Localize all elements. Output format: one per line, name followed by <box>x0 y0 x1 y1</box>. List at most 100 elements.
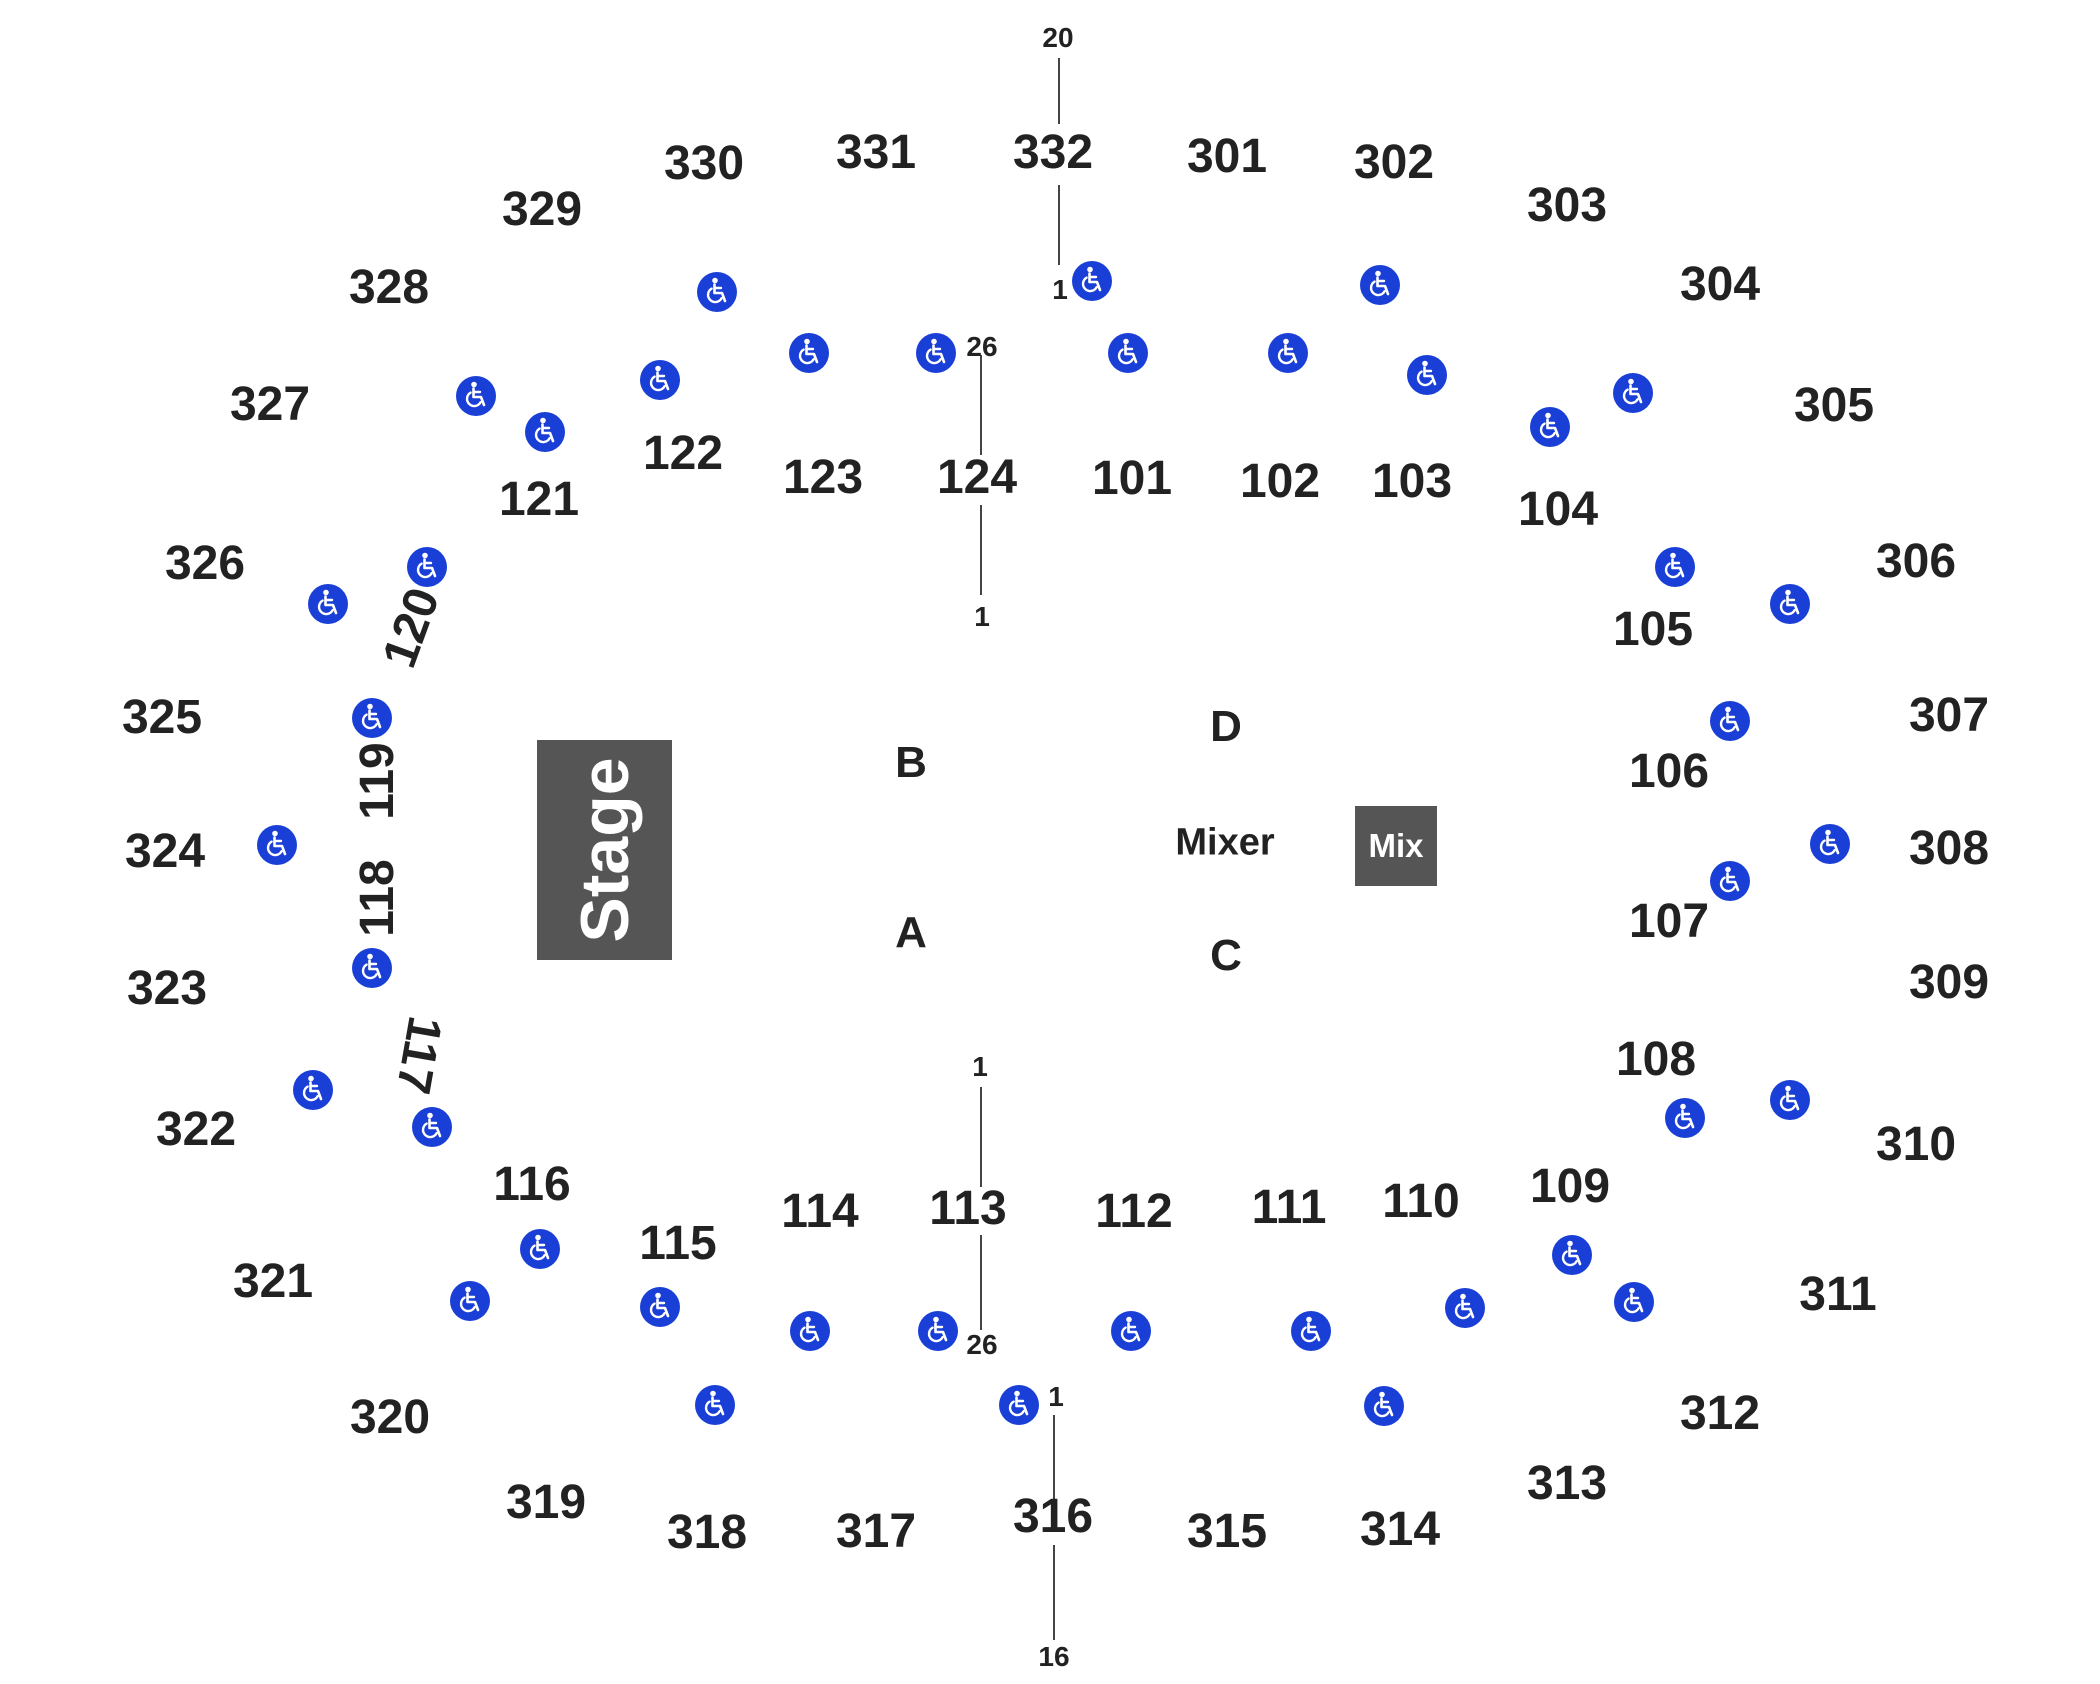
aisle-line-bottom-upper <box>1053 1415 1055 1500</box>
section-119[interactable]: 119 <box>351 742 404 820</box>
section-303[interactable]: 303 <box>1526 179 1608 232</box>
wheelchair-icon <box>697 272 737 312</box>
section-115[interactable]: 115 <box>639 1217 717 1270</box>
section-327[interactable]: 327 <box>229 378 311 431</box>
section-317[interactable]: 317 <box>835 1505 917 1558</box>
wheelchair-icon <box>916 333 956 373</box>
section-308[interactable]: 308 <box>1908 822 1990 875</box>
floor-section-c[interactable]: C <box>1210 931 1242 980</box>
section-306[interactable]: 306 <box>1875 535 1957 588</box>
section-102[interactable]: 102 <box>1239 455 1321 508</box>
section-320[interactable]: 320 <box>349 1391 431 1444</box>
section-105[interactable]: 105 <box>1612 603 1694 656</box>
section-311[interactable]: 311 <box>1799 1268 1877 1321</box>
section-304[interactable]: 304 <box>1679 258 1761 311</box>
wheelchair-icon <box>1710 701 1750 741</box>
wheelchair-icon <box>1613 373 1653 413</box>
row-marker: 26 <box>966 1329 998 1360</box>
wheelchair-icon <box>308 584 348 624</box>
aisle-line-bottom-upper-2 <box>1053 1545 1055 1640</box>
wheelchair-icon <box>352 948 392 988</box>
floor-section-a[interactable]: A <box>895 908 927 957</box>
section-106[interactable]: 106 <box>1628 745 1710 798</box>
section-116[interactable]: 116 <box>493 1158 571 1211</box>
section-113[interactable]: 113 <box>929 1182 1007 1235</box>
wheelchair-icon <box>1665 1098 1705 1138</box>
section-107[interactable]: 107 <box>1628 895 1710 948</box>
section-112[interactable]: 112 <box>1095 1185 1173 1238</box>
section-326[interactable]: 326 <box>164 537 246 590</box>
section-103[interactable]: 103 <box>1371 455 1453 508</box>
section-313[interactable]: 313 <box>1526 1457 1608 1510</box>
row-marker: 20 <box>1042 22 1074 53</box>
wheelchair-icon <box>1072 261 1112 301</box>
mixer-label: Mixer <box>1175 821 1275 864</box>
row-marker: 1 <box>974 601 990 632</box>
wheelchair-icon <box>1445 1288 1485 1328</box>
section-328[interactable]: 328 <box>348 261 430 314</box>
wheelchair-icon <box>999 1385 1039 1425</box>
wheelchair-icon <box>1360 265 1400 305</box>
section-123[interactable]: 123 <box>782 451 864 504</box>
wheelchair-icon <box>790 1311 830 1351</box>
aisle-line-bottom-lower-2 <box>980 1235 982 1330</box>
section-321[interactable]: 321 <box>232 1255 314 1308</box>
floor-section-d[interactable]: D <box>1210 702 1242 751</box>
section-331[interactable]: 331 <box>835 126 917 179</box>
section-318[interactable]: 318 <box>666 1506 748 1559</box>
section-325[interactable]: 325 <box>121 691 203 744</box>
section-322[interactable]: 322 <box>155 1103 237 1156</box>
wheelchair-icon <box>1364 1386 1404 1426</box>
section-101[interactable]: 101 <box>1091 452 1173 505</box>
section-108[interactable]: 108 <box>1615 1033 1697 1086</box>
section-117[interactable]: 117 <box>385 1012 452 1098</box>
wheelchair-icon <box>520 1229 560 1269</box>
section-309[interactable]: 309 <box>1908 956 1990 1009</box>
section-301[interactable]: 301 <box>1186 130 1268 183</box>
section-312[interactable]: 312 <box>1679 1387 1761 1440</box>
wheelchair-icon <box>257 825 297 865</box>
section-330[interactable]: 330 <box>663 137 745 190</box>
section-118[interactable]: 118 <box>351 859 404 937</box>
section-121[interactable]: 121 <box>498 473 580 526</box>
section-314[interactable]: 314 <box>1359 1503 1441 1556</box>
section-111[interactable]: 111 <box>1251 1181 1327 1234</box>
section-324[interactable]: 324 <box>124 825 206 878</box>
section-316[interactable]: 316 <box>1012 1490 1094 1543</box>
section-329[interactable]: 329 <box>501 183 583 236</box>
wheelchair-icon <box>1407 355 1447 395</box>
floor-section-b[interactable]: B <box>895 738 927 787</box>
aisle-line-top-lower <box>980 355 982 455</box>
section-323[interactable]: 323 <box>126 962 208 1015</box>
wheelchair-icon <box>352 698 392 738</box>
wheelchair-icon <box>525 412 565 452</box>
wheelchair-icon <box>1530 407 1570 447</box>
section-307[interactable]: 307 <box>1908 689 1990 742</box>
section-109[interactable]: 109 <box>1529 1160 1611 1213</box>
wheelchair-icon <box>412 1107 452 1147</box>
section-114[interactable]: 114 <box>781 1185 859 1238</box>
stage-label: Stage <box>566 757 643 943</box>
section-310[interactable]: 310 <box>1875 1118 1957 1171</box>
section-332[interactable]: 332 <box>1012 126 1094 179</box>
row-marker: 1 <box>1048 1381 1064 1412</box>
section-124[interactable]: 124 <box>936 451 1018 504</box>
section-302[interactable]: 302 <box>1353 136 1435 189</box>
wheelchair-icon <box>450 1281 490 1321</box>
wheelchair-icon <box>1770 584 1810 624</box>
section-122[interactable]: 122 <box>642 427 724 480</box>
aisle-line-top-lower-2 <box>980 505 982 595</box>
wheelchair-icon <box>1291 1311 1331 1351</box>
wheelchair-icon <box>789 333 829 373</box>
stage-block[interactable]: Stage <box>537 740 672 960</box>
section-120[interactable]: 120 <box>372 581 451 675</box>
wheelchair-icon <box>1552 1235 1592 1275</box>
wheelchair-icon <box>1268 333 1308 373</box>
section-110[interactable]: 110 <box>1382 1175 1460 1228</box>
section-305[interactable]: 305 <box>1793 379 1875 432</box>
section-104[interactable]: 104 <box>1517 483 1599 536</box>
row-marker: 16 <box>1038 1641 1070 1672</box>
section-319[interactable]: 319 <box>505 1476 587 1529</box>
section-315[interactable]: 315 <box>1186 1505 1268 1558</box>
